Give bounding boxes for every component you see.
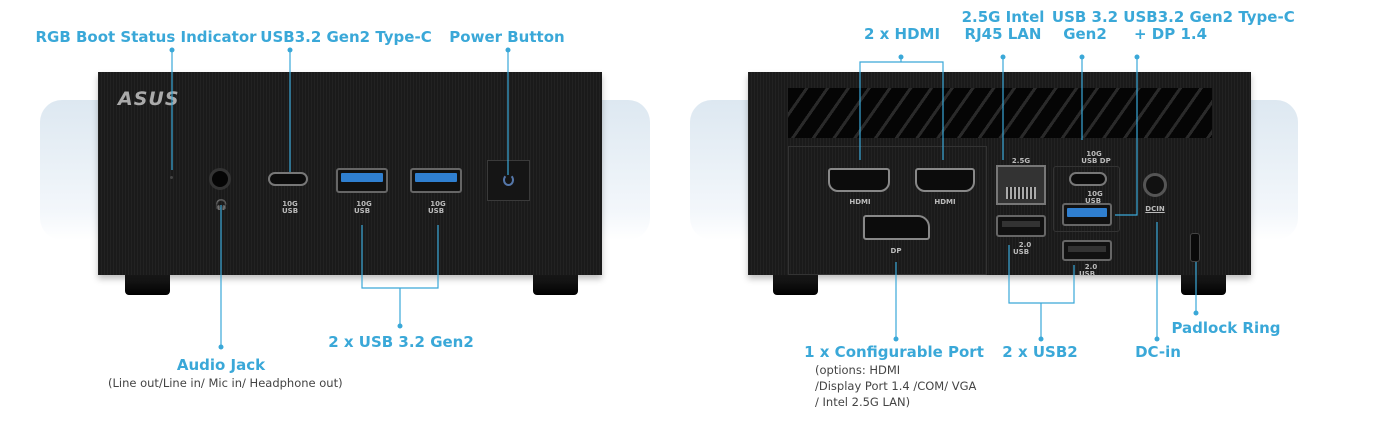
port-speed: 10G [282,200,298,208]
power-icon [503,174,514,186]
hdmi-label: HDMI [849,198,871,206]
lan-label: 2.5G [1011,157,1031,165]
port-usb: USB [427,207,445,215]
vent [788,88,1212,138]
callout-typec-dp-1: USB3.2 Gen2 Type-C [1123,8,1295,26]
callout-usb2: 2 x USB2 [1002,343,1078,361]
front-foot-left [125,272,170,295]
dc-in-jack [1143,173,1167,197]
usb-module [1053,166,1120,232]
displayport [863,215,930,240]
front-panel: ASUS 🎧 10G USB 10G USB 10G USB [98,72,602,275]
callout-dc-in: DC-in [1135,343,1181,361]
rj45-port [996,165,1046,205]
callout-hdmi: 2 x HDMI [863,25,941,43]
hdmi-port-2 [915,168,975,192]
rear-foot-left [773,272,818,295]
callout-audio-jack: Audio Jack [176,356,266,374]
front-typec-port [268,172,308,186]
port-speed: 10G [430,200,446,208]
callout-usb32-1: USB 3.2 [1051,8,1119,26]
rgb-led [170,176,173,179]
callout-rgb-indicator: RGB Boot Status Indicator [35,28,257,46]
callout-lan-1: 2.5G Intel [961,8,1045,26]
callout-padlock-ring: Padlock Ring [1171,319,1281,337]
front-usb-a-port-1 [336,168,388,193]
callout-typec: USB3.2 Gen2 Type-C [260,28,432,46]
asus-logo: ASUS [118,88,180,110]
usb-dp-speed: 10G [1086,150,1102,158]
usb2-speed: 2.0 [1084,263,1098,271]
padlock-ring [1190,233,1200,262]
front-foot-right [533,272,578,295]
dp-label: DP [890,247,902,255]
hdmi-label: HDMI [934,198,956,206]
rear-panel: HDMI HDMI DP 2.5G 2.0 USB 10G USB DP 10G… [748,72,1251,278]
port-usb: USB [353,207,371,215]
config-options-3: / Intel 2.5G LAN) [815,395,911,409]
front-usb-a-port-2 [410,168,462,193]
callout-lan-2: RJ45 LAN [964,25,1042,43]
rear-usb32-port [1062,203,1112,226]
usb-label: USB [1078,270,1096,278]
usb-dp-label: USB DP [1081,157,1111,165]
callout-typec-dp-2: + DP 1.4 [1134,25,1208,43]
port-usb: USB [281,207,299,215]
audio-jack-description: (Line out/Line in/ Mic in/ Headphone out… [108,376,343,390]
usb-label: USB [1012,248,1030,256]
configurable-module [788,146,987,275]
hdmi-port-1 [828,168,890,192]
callout-usb32: 2 x USB 3.2 Gen2 [328,333,474,351]
rear-typec-port [1069,172,1107,186]
callout-power-button: Power Button [449,28,565,46]
callout-usb32-2: Gen2 [1063,25,1107,43]
usb2-port-2 [1062,240,1112,261]
dcin-label: DCIN [1145,205,1165,213]
config-options-2: /Display Port 1.4 /COM/ VGA [815,379,977,393]
callout-configurable-port: 1 x Configurable Port [804,343,984,361]
audio-jack [209,168,231,190]
usb-label: USB [1084,197,1102,205]
usb2-port-1 [996,215,1046,237]
usb-speed: 10G [1087,190,1103,198]
port-speed: 10G [356,200,372,208]
config-options-1: (options: HDMI [815,363,901,377]
usb2-speed: 2.0 [1018,241,1032,249]
rear-foot-right [1181,272,1226,295]
